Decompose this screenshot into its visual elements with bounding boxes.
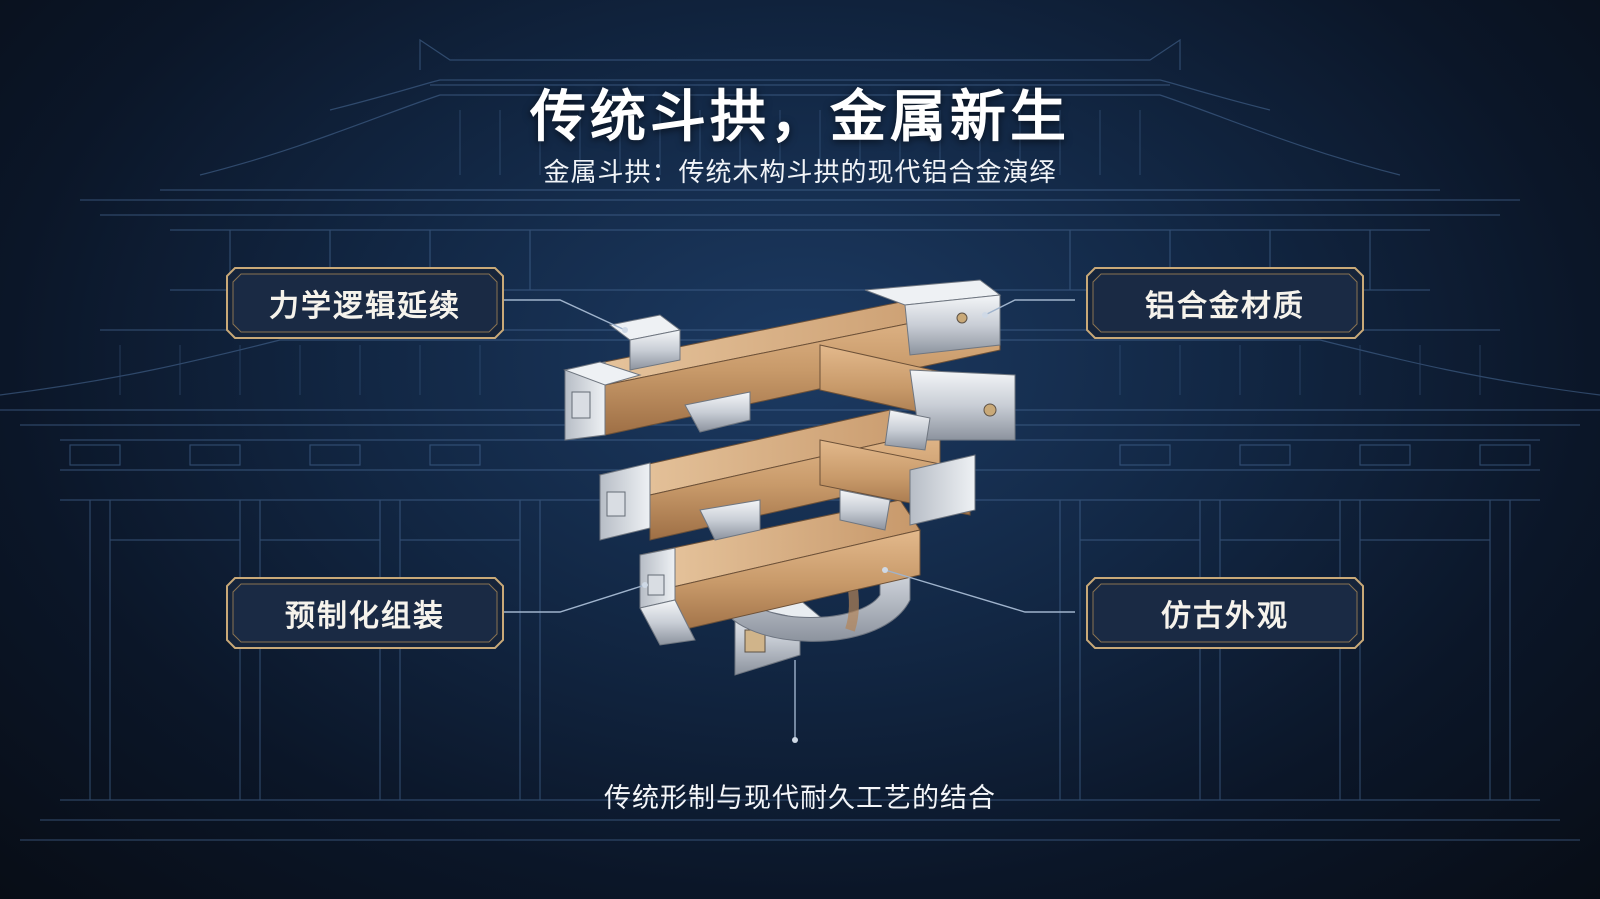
label-appearance-text: 仿古外观: [1161, 599, 1289, 634]
label-material-text: 铝合金材质: [1145, 289, 1305, 324]
upper-beam: [563, 289, 1016, 451]
page-title: 传统斗拱，金属新生: [530, 85, 1070, 150]
label-appearance: 仿古外观: [1085, 576, 1365, 650]
middle-beam: [598, 409, 976, 541]
top-left-block: [608, 314, 682, 371]
label-mechanics: 力学逻辑延续: [225, 266, 505, 340]
label-material: 铝合金材质: [1085, 266, 1365, 340]
top-right-block: [864, 279, 1002, 356]
label-prefab: 预制化组装: [225, 576, 505, 650]
label-prefab-text: 预制化组装: [285, 599, 445, 634]
label-mechanics-text: 力学逻辑延续: [269, 289, 461, 324]
bottom-caption: 传统形制与现代耐久工艺的结合: [604, 783, 996, 814]
page-subtitle: 金属斗拱：传统木构斗拱的现代铝合金演绎: [543, 158, 1057, 188]
